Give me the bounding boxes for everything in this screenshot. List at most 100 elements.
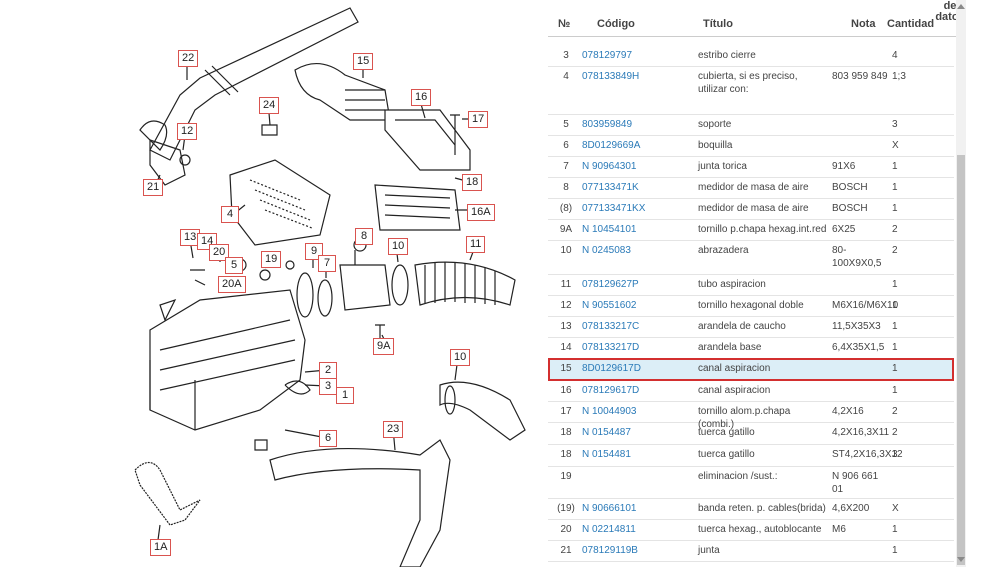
- cell-code[interactable]: 078133217D: [582, 342, 640, 353]
- callout-7[interactable]: 7: [318, 255, 336, 272]
- cell-code[interactable]: 8D0129617D: [582, 363, 641, 374]
- table-row[interactable]: 9A N 10454101 tornillo p.chapa hexag.int.r…: [548, 219, 954, 241]
- cell-no: 18: [560, 449, 572, 460]
- cell-qty: 3: [892, 449, 898, 460]
- callout-9a[interactable]: 9A: [373, 338, 395, 355]
- callout-10[interactable]: 10: [388, 238, 409, 255]
- cell-code[interactable]: 078129797: [582, 50, 633, 61]
- cell-title: arandela base: [698, 342, 762, 353]
- callout-10[interactable]: 10: [450, 349, 471, 366]
- table-header: № Código Título Nota Cantidad Modelo de …: [548, 0, 966, 37]
- cell-code[interactable]: 077133471KX: [582, 203, 646, 214]
- callout-15[interactable]: 15: [353, 53, 374, 70]
- cell-no: 20: [560, 524, 572, 535]
- callout-1a[interactable]: 1A: [150, 539, 172, 556]
- cell-note: 4,6X200: [832, 503, 870, 514]
- callout-19[interactable]: 19: [261, 251, 282, 268]
- cell-title: estribo cierre: [698, 50, 756, 61]
- callout-17[interactable]: 17: [468, 111, 489, 128]
- callout-1[interactable]: 1: [336, 387, 354, 404]
- cell-code[interactable]: 078133217C: [582, 321, 640, 332]
- cell-code[interactable]: N 90551602: [582, 300, 637, 311]
- cell-title: medidor de masa de aire: [698, 182, 809, 193]
- callout-4[interactable]: 4: [221, 206, 239, 223]
- callout-3[interactable]: 3: [319, 378, 337, 395]
- cell-qty: 1: [892, 321, 898, 332]
- cell-title: tuerca gatillo: [698, 449, 755, 460]
- cell-qty: 4: [892, 50, 898, 61]
- callout-24[interactable]: 24: [259, 97, 280, 114]
- callout-20[interactable]: 20: [209, 244, 230, 261]
- header-qty: Cantidad: [887, 18, 935, 30]
- callout-8[interactable]: 8: [355, 228, 373, 245]
- callout-21[interactable]: 21: [143, 179, 164, 196]
- cell-title: tornillo p.chapa hexag.int.red: [698, 224, 827, 235]
- callout-11[interactable]: 11: [466, 236, 486, 253]
- cell-code[interactable]: N 0154481: [582, 449, 631, 460]
- callout-23[interactable]: 23: [383, 421, 404, 438]
- cell-no: (19): [557, 503, 575, 514]
- cell-code[interactable]: 078133849H: [582, 71, 640, 82]
- cell-no: 9A: [559, 224, 573, 235]
- scroll-down-arrow-icon[interactable]: [957, 557, 965, 562]
- cell-title: medidor de masa de aire: [698, 203, 809, 214]
- cell-code[interactable]: N 0245083: [582, 245, 631, 256]
- callout-12[interactable]: 12: [177, 123, 198, 140]
- cell-qty: 2: [892, 406, 898, 417]
- cell-code[interactable]: N 02214811: [582, 524, 636, 535]
- cell-code[interactable]: 078129617D: [582, 385, 640, 396]
- callout-18[interactable]: 18: [462, 174, 483, 191]
- callout-20a[interactable]: 20A: [218, 276, 246, 293]
- cell-note: ST4,2X16,3X12: [832, 449, 903, 460]
- scrollbar-thumb[interactable]: [957, 155, 965, 565]
- cell-code[interactable]: 077133471K: [582, 182, 639, 193]
- callout-5[interactable]: 5: [225, 257, 243, 274]
- cell-code[interactable]: N 90666101: [582, 503, 637, 514]
- cell-no: 13: [560, 321, 572, 332]
- vertical-scrollbar[interactable]: [956, 0, 966, 567]
- cell-code[interactable]: 803959849: [582, 119, 633, 130]
- callout-2[interactable]: 2: [319, 362, 337, 379]
- callout-16[interactable]: 16: [411, 89, 432, 106]
- cell-title: canal aspiracion: [698, 363, 771, 374]
- cell-code[interactable]: 8D0129669A: [582, 140, 641, 151]
- cell-code[interactable]: 078129119B: [582, 545, 638, 556]
- cell-qty: X: [892, 503, 899, 514]
- cell-code[interactable]: N 0154487: [582, 427, 631, 438]
- header-no: №: [558, 18, 571, 30]
- cell-code[interactable]: 078129627P: [582, 279, 639, 290]
- cell-note: 803 959 849: [832, 71, 888, 82]
- cell-code[interactable]: N 10044903: [582, 406, 637, 417]
- cell-code[interactable]: N 90964301: [582, 161, 637, 172]
- callout-16a[interactable]: 16A: [467, 204, 495, 221]
- cell-title: tuerca hexag., autoblocante: [698, 524, 822, 535]
- callout-22[interactable]: 22: [178, 50, 199, 67]
- cell-code[interactable]: N 10454101: [582, 224, 637, 235]
- scroll-up-arrow-icon[interactable]: [957, 4, 965, 9]
- callout-6[interactable]: 6: [319, 430, 337, 447]
- cell-no: 21: [560, 545, 572, 556]
- callout-13[interactable]: 13: [180, 229, 201, 246]
